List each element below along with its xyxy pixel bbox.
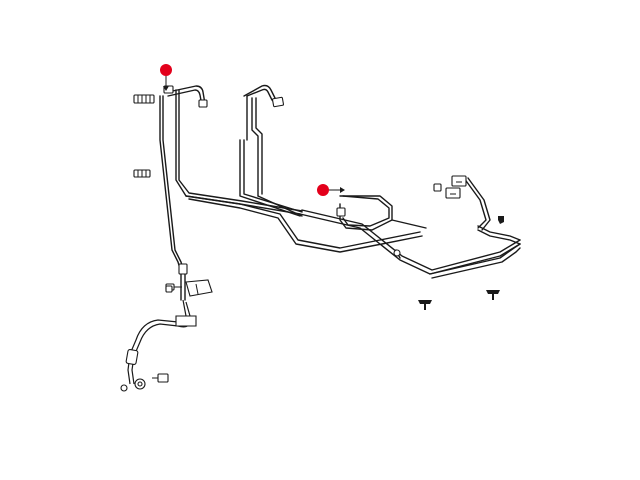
push-pin-fastener <box>418 183 504 310</box>
callout-2 <box>317 184 345 196</box>
bleeder-screw <box>165 285 173 293</box>
spring-clip <box>133 94 155 104</box>
callout-1 <box>160 64 172 91</box>
brake-tube-right <box>429 175 521 279</box>
brake-tube-left <box>159 85 303 273</box>
tube-clip <box>133 169 151 178</box>
flex-hose-front <box>125 263 197 385</box>
washer <box>120 378 146 392</box>
brake-tube-main <box>185 84 423 253</box>
banjo-bolt <box>152 373 169 383</box>
brake-tube-center <box>299 195 521 275</box>
bracket-clip <box>165 279 213 297</box>
